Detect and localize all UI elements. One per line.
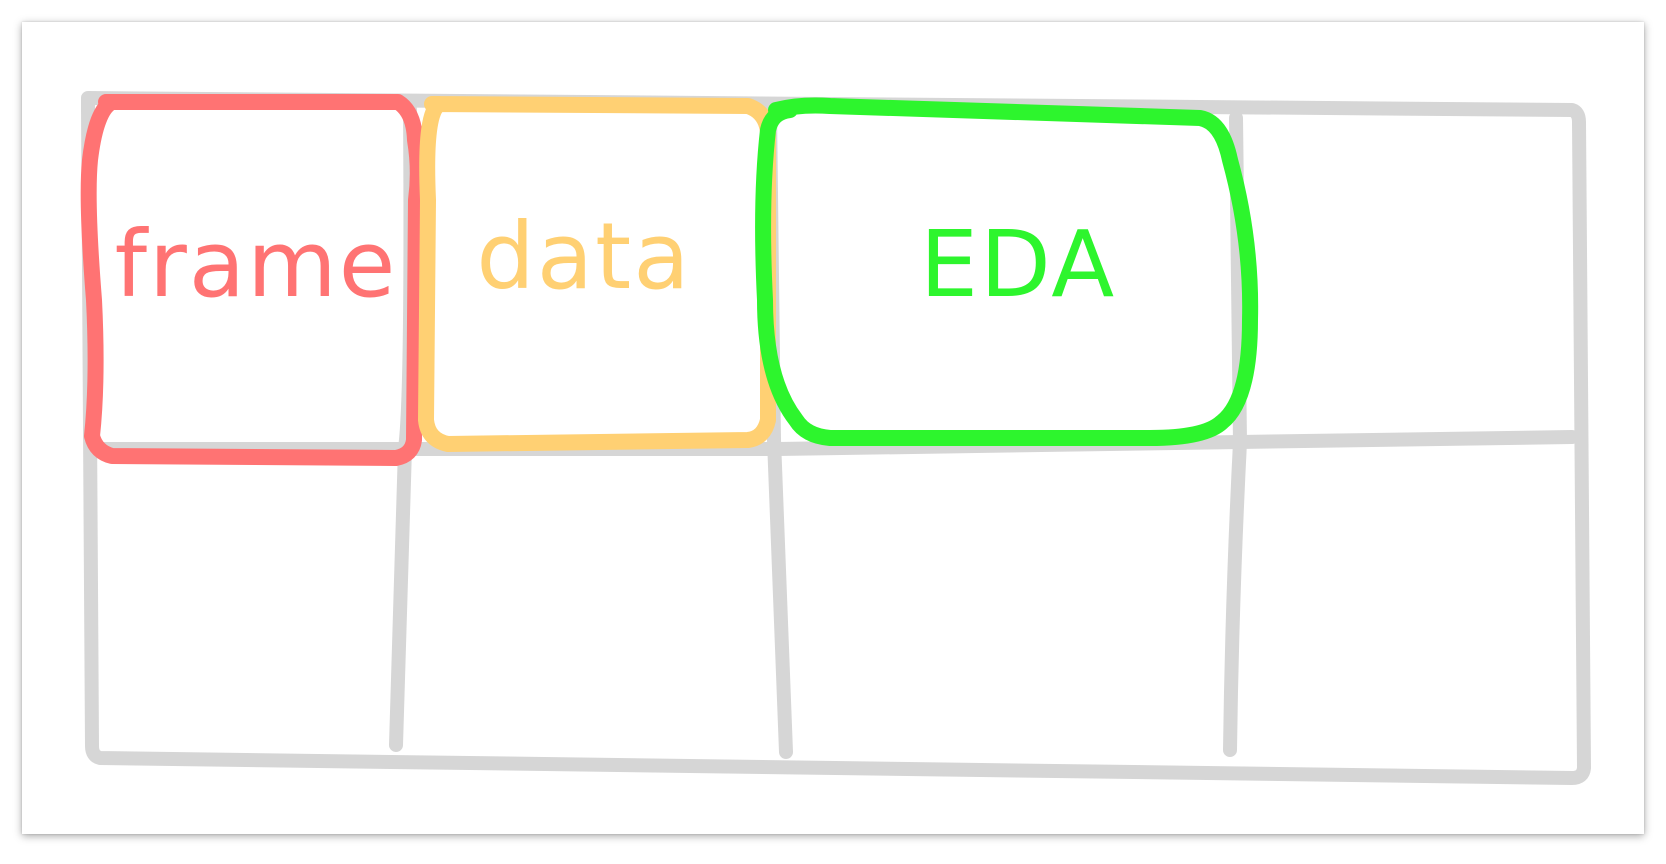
box-data-label: data [476,203,691,310]
box-eda-label: EDA [920,211,1116,318]
grid-col-divider-3 [1223,111,1247,757]
box-frame-label: frame [115,211,398,318]
grid-outline [81,91,1591,785]
box-frame-outline [80,94,426,466]
box-eda-outline [755,97,1259,446]
diagram-card [22,22,1644,834]
